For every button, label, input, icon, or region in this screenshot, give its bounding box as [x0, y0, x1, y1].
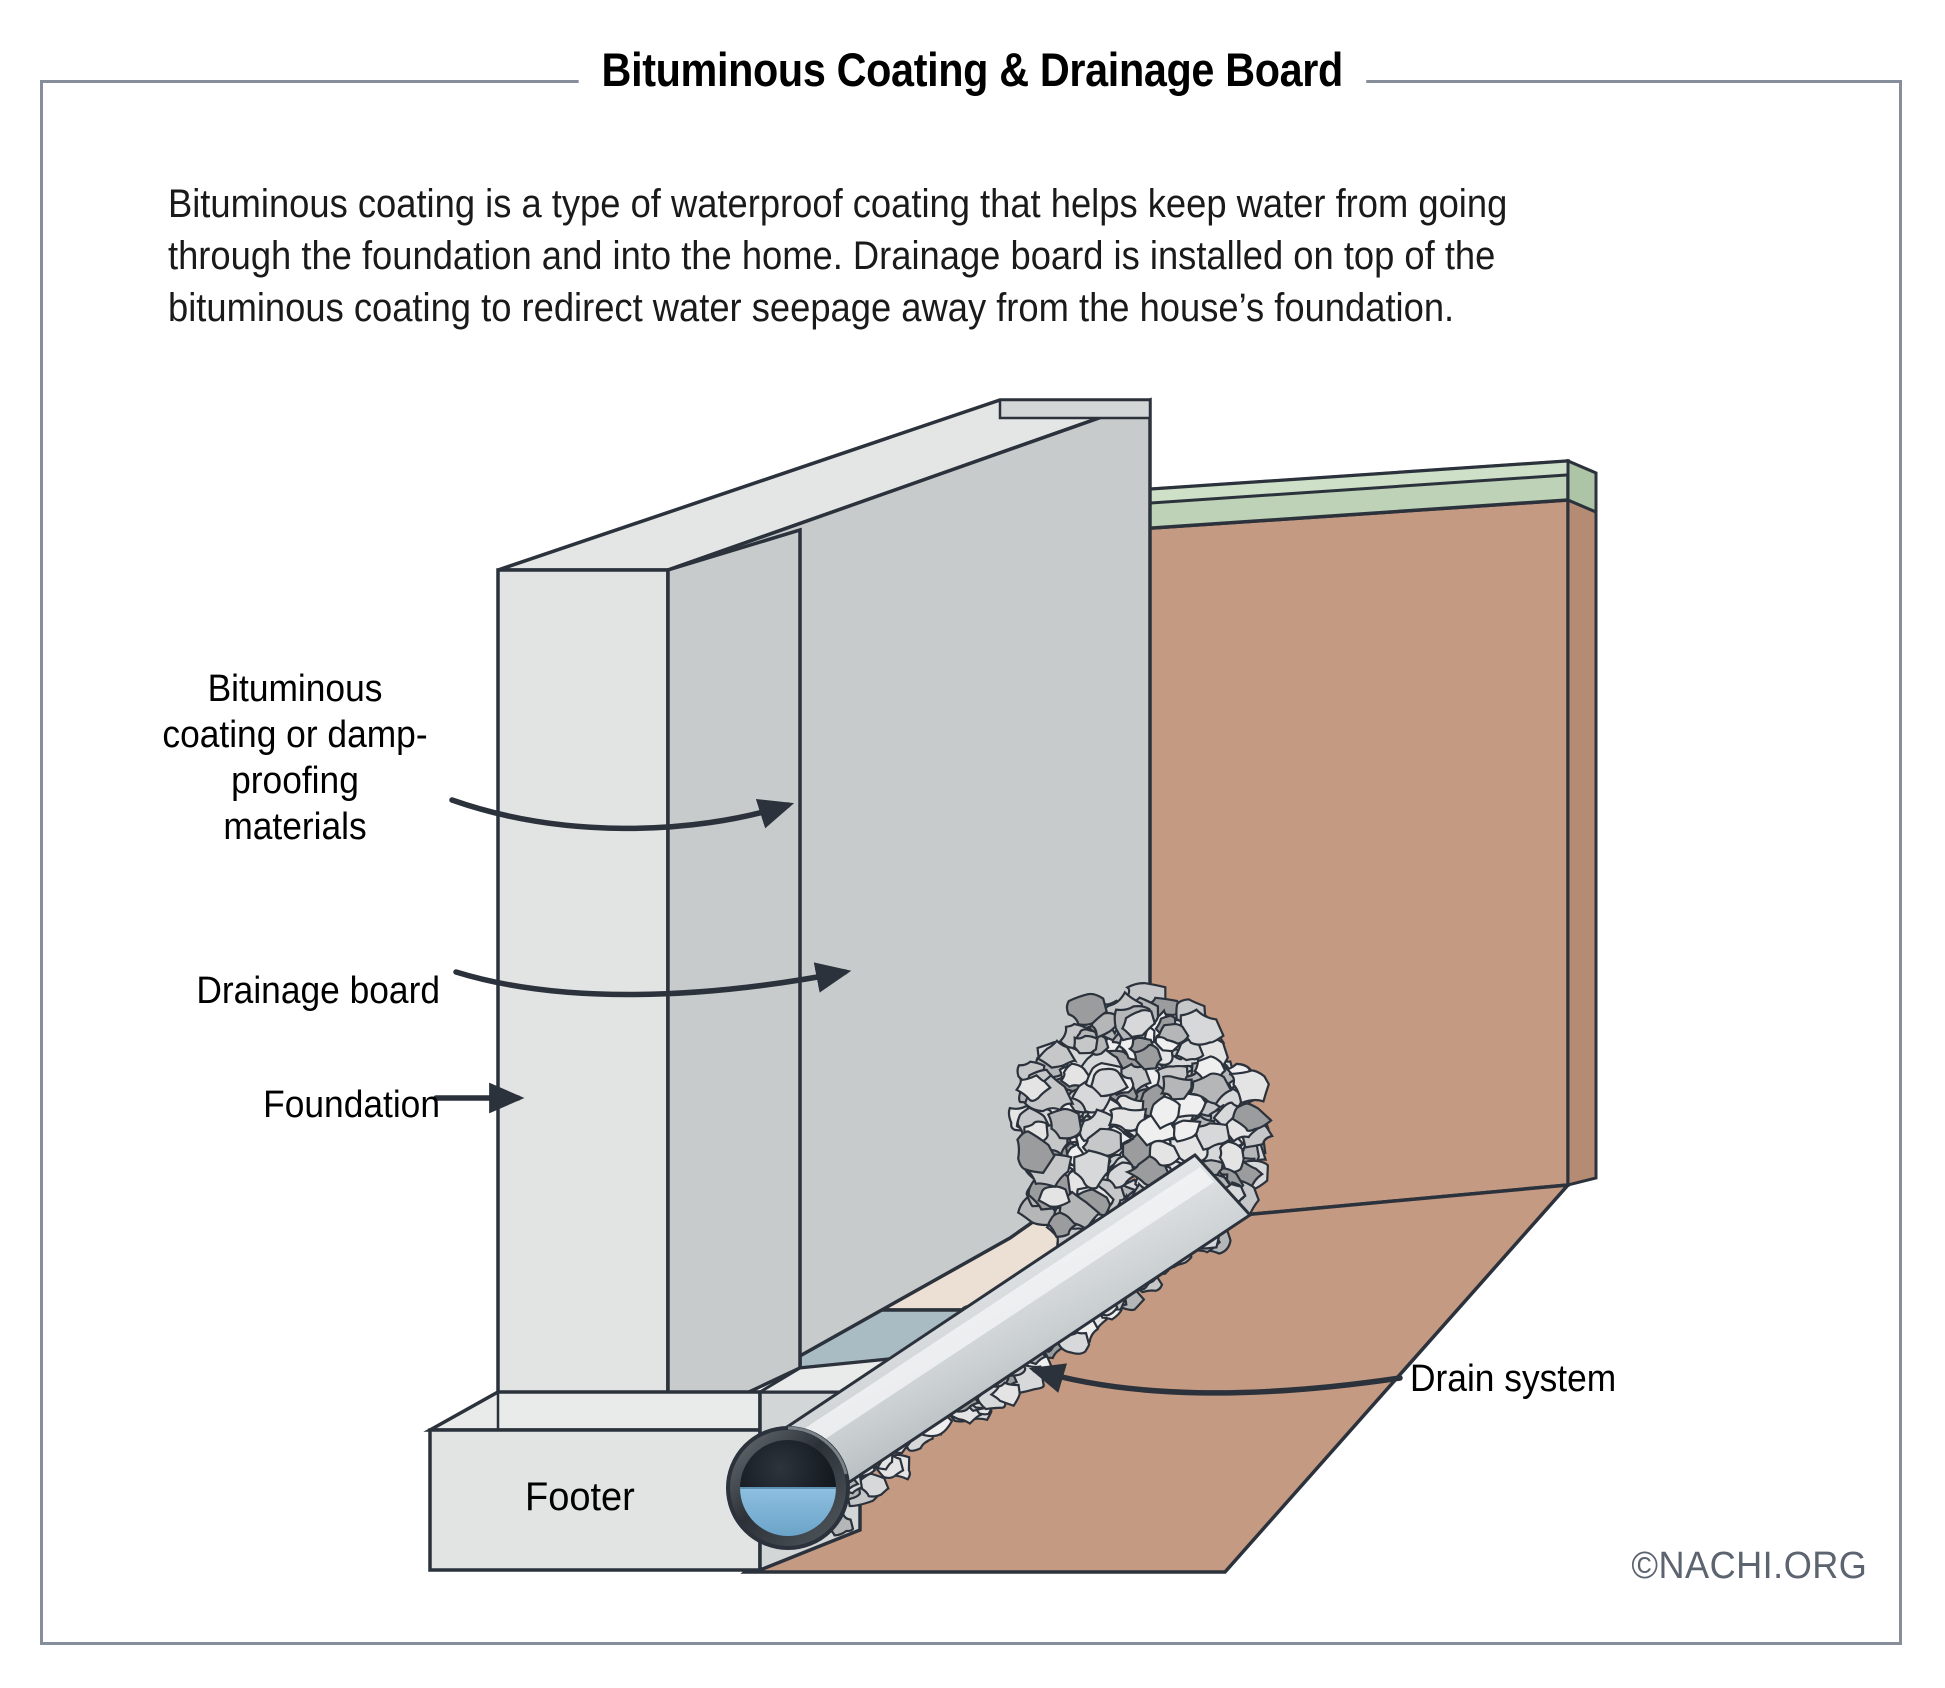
leader-arrows — [433, 797, 1403, 1396]
label-footer: Footer — [525, 1475, 635, 1519]
label-drain-system: Drain system — [1410, 1358, 1617, 1400]
arrow-drainage-board — [453, 962, 852, 998]
soil-mass — [740, 497, 1598, 1574]
intro-paragraph: Bituminous coating is a type of waterpro… — [168, 182, 1508, 330]
label-bituminous-coating: Bituminous coating or damp-proofing mate… — [162, 668, 428, 848]
perforated-drain-pipe — [726, 1153, 1253, 1550]
arrow-drain-system — [1028, 1363, 1403, 1396]
arrow-bituminous — [449, 797, 795, 832]
copyright-notice: ©NACHI.ORG — [1631, 1545, 1867, 1587]
label-drainage-board: Drainage board — [196, 970, 440, 1012]
label-foundation: Foundation — [263, 1084, 440, 1126]
